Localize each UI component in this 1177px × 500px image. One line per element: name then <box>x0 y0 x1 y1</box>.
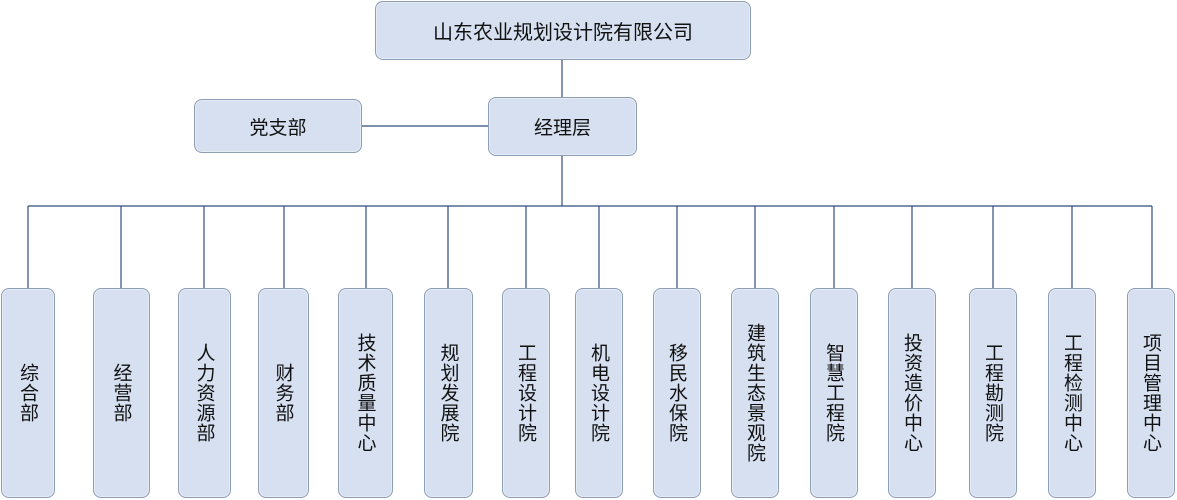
dept-label: 项目管理中心 <box>1140 333 1162 453</box>
dept-label: 工程设计院 <box>515 343 537 443</box>
dept-label: 技术质量中心 <box>354 333 377 453</box>
dept-label: 综合部 <box>17 363 39 423</box>
dept-label: 规划发展院 <box>437 343 460 443</box>
dept-box-human-resources: 人力资源部 <box>178 288 231 498</box>
dept-box-testing-center: 工程检测中心 <box>1048 288 1096 498</box>
dept-box-project-management: 项目管理中心 <box>1127 288 1175 498</box>
dept-label: 机电设计院 <box>588 343 610 443</box>
dept-box-survey: 工程勘测院 <box>969 288 1017 498</box>
dept-label: 移民水保院 <box>666 343 688 443</box>
management-box: 经理层 <box>488 97 637 156</box>
management-label: 经理层 <box>533 117 591 139</box>
party-branch-box: 党支部 <box>194 99 362 153</box>
dept-label: 工程勘测院 <box>982 343 1004 443</box>
dept-box-resettlement: 移民水保院 <box>653 288 701 498</box>
dept-box-architecture-landscape: 建筑生态景观院 <box>731 288 779 498</box>
dept-label: 智慧工程院 <box>823 343 845 443</box>
dept-box-engineering-design: 工程设计院 <box>502 288 550 498</box>
dept-box-electromechanical: 机电设计院 <box>575 288 623 498</box>
dept-box-business: 经营部 <box>93 288 150 498</box>
dept-box-general-affairs: 综合部 <box>1 288 55 498</box>
dept-box-smart-engineering: 智慧工程院 <box>810 288 858 498</box>
company-box: 山东农业规划设计院有限公司 <box>375 1 751 60</box>
dept-label: 经营部 <box>110 363 133 423</box>
company-label: 山东农业规划设计院有限公司 <box>433 20 693 44</box>
dept-box-tech-quality: 技术质量中心 <box>338 288 393 498</box>
dept-box-planning: 规划发展院 <box>424 288 473 498</box>
dept-box-finance: 财务部 <box>258 288 309 498</box>
dept-label: 人力资源部 <box>193 343 216 443</box>
dept-box-cost-center: 投资造价中心 <box>888 288 936 498</box>
party-branch-label: 党支部 <box>249 116 307 139</box>
dept-label: 工程检测中心 <box>1061 333 1083 453</box>
dept-label: 财务部 <box>272 363 295 423</box>
dept-label: 建筑生态景观院 <box>744 323 766 463</box>
dept-label: 投资造价中心 <box>901 333 923 453</box>
